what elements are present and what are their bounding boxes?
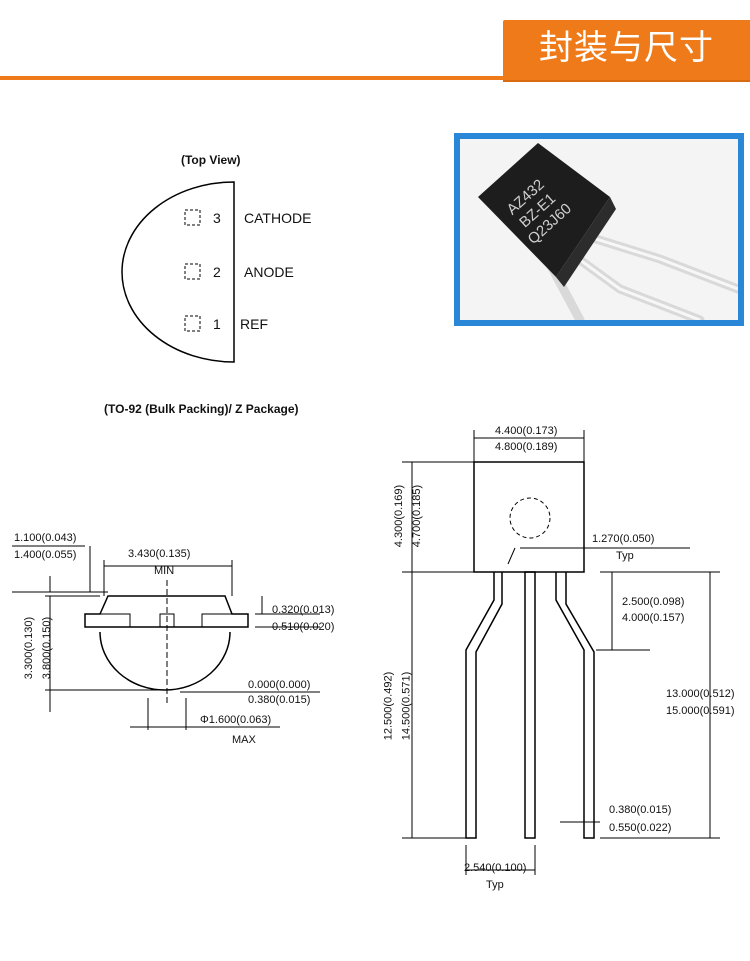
dim-pitch: 2.540(0.100) bbox=[464, 862, 527, 874]
to92-photo-illustration: AZ432 BZ-E1 Q23J60 bbox=[478, 143, 738, 320]
top-view-title: (Top View) bbox=[181, 153, 241, 167]
dim-side-width-note: MIN bbox=[154, 565, 175, 577]
pin1-pad bbox=[184, 315, 201, 332]
dim-pitch-top: 1.270(0.050) bbox=[592, 533, 655, 545]
dim-side-diameter-note: MAX bbox=[232, 734, 256, 746]
pin3-name: CATHODE bbox=[244, 210, 312, 226]
dim-total-b: 15.000(0.591) bbox=[666, 705, 735, 717]
dim-bend-a: 2.500(0.098) bbox=[622, 596, 685, 608]
dim-side-top-b: 1.400(0.055) bbox=[14, 549, 77, 561]
dim-side-offset-a: 0.000(0.000) bbox=[248, 679, 311, 691]
component-photo: AZ432 BZ-E1 Q23J60 bbox=[460, 139, 738, 320]
header-title: 封装与尺寸 bbox=[539, 28, 714, 68]
header-underline bbox=[0, 76, 750, 80]
pin1-name: REF bbox=[240, 316, 268, 332]
dim-bend-b: 4.000(0.157) bbox=[622, 612, 685, 624]
dim-side-diameter: Φ1.600(0.063) bbox=[200, 714, 272, 726]
dim-total-a: 13.000(0.512) bbox=[666, 688, 735, 700]
top-view-outline bbox=[121, 181, 235, 363]
dim-side-flange-a: 0.320(0.013) bbox=[272, 604, 335, 616]
side-view bbox=[12, 545, 320, 730]
dim-body-height-a: 4.300(0.169) bbox=[393, 484, 406, 548]
pin3-pad bbox=[184, 209, 201, 226]
dim-side-offset-b: 0.380(0.015) bbox=[248, 694, 311, 706]
dim-pitch-top-note: Typ bbox=[616, 550, 634, 562]
dim-side-height-a: 3.300(0.130) bbox=[23, 616, 36, 680]
dim-side-top-a: 1.100(0.043) bbox=[14, 532, 77, 544]
dim-side-width: 3.430(0.135) bbox=[128, 548, 191, 560]
pin2-number: 2 bbox=[213, 264, 221, 280]
dim-lead-length-a: 12.500(0.492) bbox=[382, 671, 395, 741]
header-tab bbox=[503, 20, 750, 80]
pin2-pad bbox=[184, 263, 201, 280]
dim-side-flange-b: 0.510(0.020) bbox=[272, 621, 335, 633]
dim-body-width-a: 4.400(0.173) bbox=[495, 425, 558, 437]
pin3-number: 3 bbox=[213, 210, 221, 226]
package-title: (TO-92 (Bulk Packing)/ Z Package) bbox=[104, 402, 299, 416]
dim-pitch-note: Typ bbox=[486, 879, 504, 891]
dim-lead-length-b: 14.500(0.571) bbox=[400, 671, 413, 741]
dim-lead-width-b: 0.550(0.022) bbox=[609, 822, 672, 834]
dim-lead-width-a: 0.380(0.015) bbox=[609, 804, 672, 816]
dim-side-height-b: 3.800(0.150) bbox=[41, 616, 54, 680]
dim-body-height-b: 4.700(0.185) bbox=[411, 484, 424, 548]
pin1-number: 1 bbox=[213, 316, 221, 332]
dim-body-width-b: 4.800(0.189) bbox=[495, 441, 558, 453]
pin2-name: ANODE bbox=[244, 264, 294, 280]
front-view bbox=[402, 430, 720, 875]
